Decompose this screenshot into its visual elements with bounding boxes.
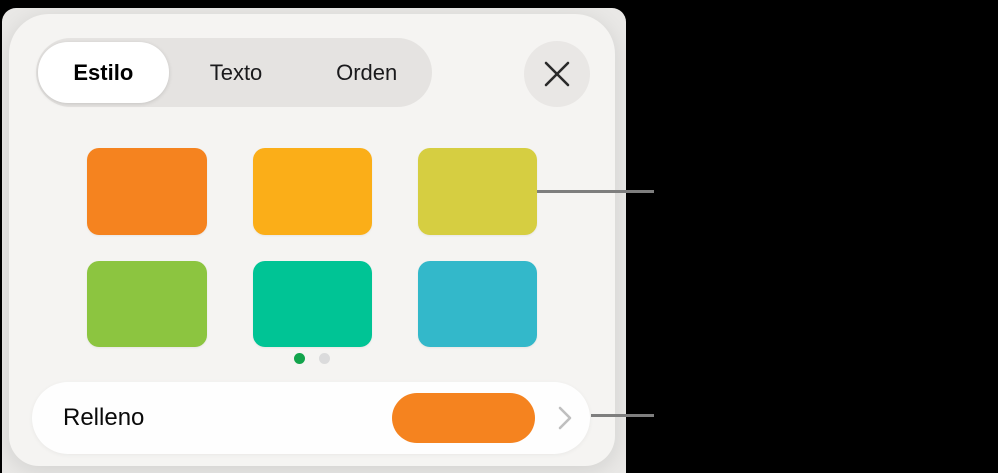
chevron-right-icon xyxy=(558,406,572,430)
callout-line-style-swatch xyxy=(537,190,654,193)
close-button[interactable] xyxy=(524,41,590,107)
style-swatch-1[interactable] xyxy=(87,148,207,235)
tab-texto[interactable]: Texto xyxy=(171,43,302,102)
fill-row[interactable]: Relleno xyxy=(32,382,590,454)
format-panel: Estilo Texto Orden xyxy=(9,14,615,466)
style-swatch-2[interactable] xyxy=(253,148,372,235)
close-icon xyxy=(543,60,571,88)
tab-orden[interactable]: Orden xyxy=(301,43,432,102)
style-swatch-5[interactable] xyxy=(253,261,372,347)
shape-style-swatch-grid xyxy=(87,148,537,347)
format-tab-bar: Estilo Texto Orden xyxy=(36,38,432,107)
page-dot-active[interactable] xyxy=(294,353,305,364)
tab-estilo[interactable]: Estilo xyxy=(38,42,169,103)
fill-color-swatch xyxy=(392,393,535,443)
device-screen: Estilo Texto Orden xyxy=(2,8,626,473)
style-swatch-3[interactable] xyxy=(418,148,537,235)
page-dot-inactive[interactable] xyxy=(319,353,330,364)
style-swatch-4[interactable] xyxy=(87,261,207,347)
style-swatch-6[interactable] xyxy=(418,261,537,347)
page-control[interactable] xyxy=(9,353,615,364)
callout-line-fill-control xyxy=(591,414,654,417)
fill-row-label: Relleno xyxy=(63,404,145,431)
